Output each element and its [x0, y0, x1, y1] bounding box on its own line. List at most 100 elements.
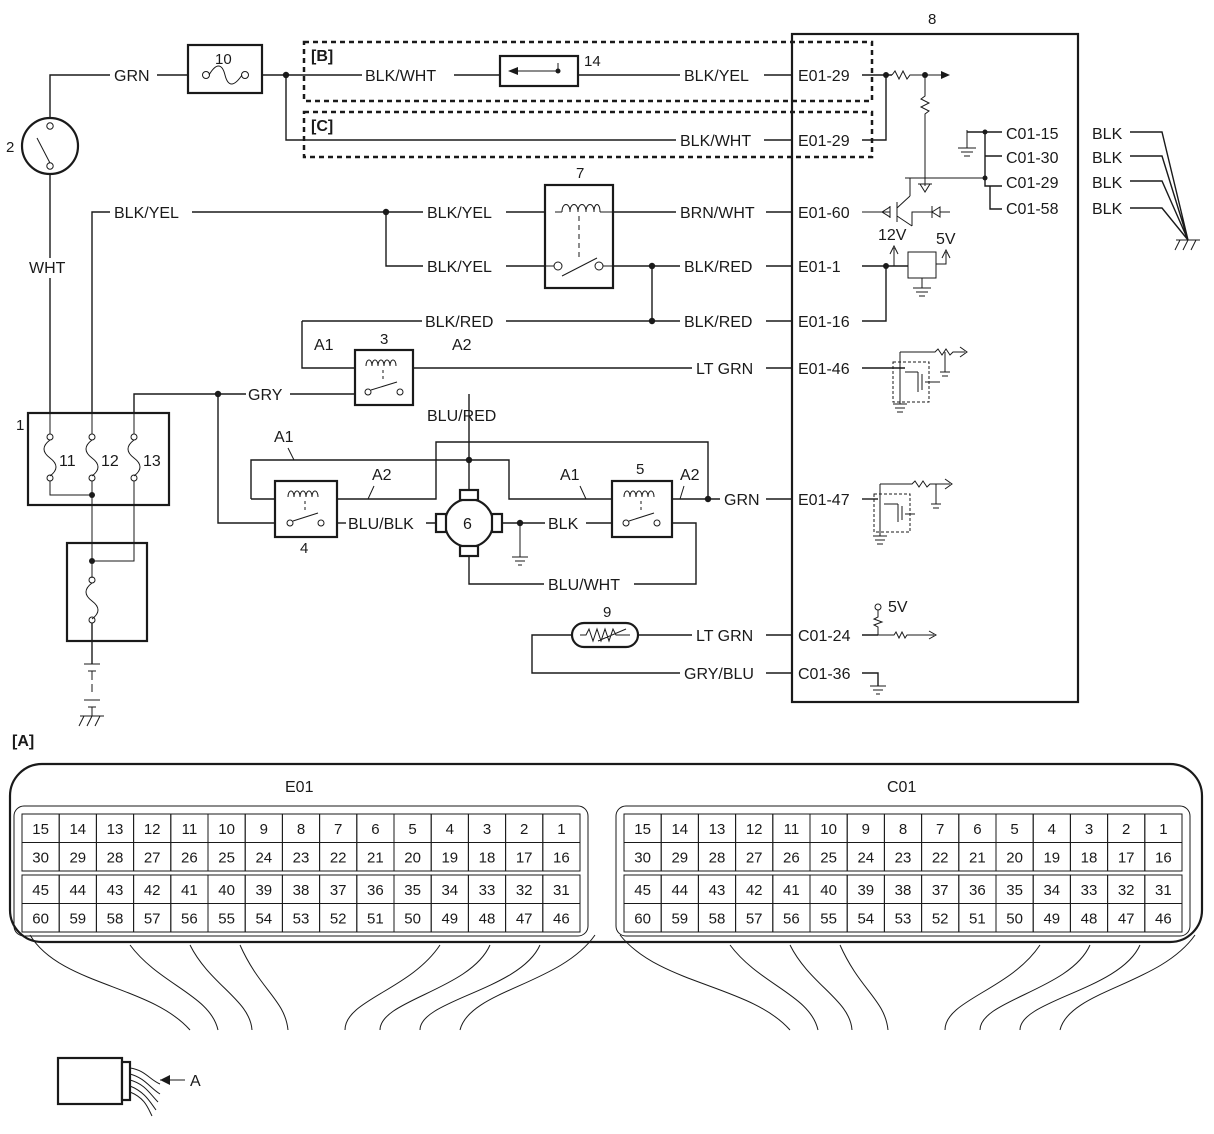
- wire-label-wht: WHT: [29, 260, 66, 277]
- wire-label-grn-top: GRN: [114, 68, 150, 85]
- pin-number: 57: [144, 911, 161, 928]
- terminal-c01-36: C01-36: [798, 666, 851, 683]
- connector-name: E01: [285, 779, 314, 796]
- pin-number: 6: [371, 821, 379, 838]
- wire-label-blk-yel-r7-top: BLK/YEL: [427, 205, 492, 222]
- fuse-13-label: 13: [143, 453, 161, 470]
- pin-number: 9: [260, 821, 268, 838]
- region-c-label: [C]: [311, 118, 333, 135]
- pin-number: 17: [1118, 850, 1135, 867]
- region-b-label: [B]: [311, 48, 333, 65]
- pin-number: 5: [408, 821, 416, 838]
- component-10-label: 10: [215, 51, 232, 68]
- wire-gry: [133, 393, 355, 413]
- pin-number: 27: [746, 850, 763, 867]
- pin-number: 7: [936, 821, 944, 838]
- pin-number: 23: [895, 850, 912, 867]
- pin-number: 33: [1081, 882, 1098, 899]
- pin-number: 26: [783, 850, 800, 867]
- pin-number: 38: [293, 882, 310, 899]
- relay-4-pin-a1: A1: [274, 429, 294, 446]
- pin-number: 56: [783, 911, 800, 928]
- pin-number: 28: [107, 850, 124, 867]
- pin-number: 7: [334, 821, 342, 838]
- connector-a-label: A: [190, 1073, 201, 1090]
- terminal-e01-60: E01-60: [798, 205, 850, 222]
- pin-number: 33: [479, 882, 496, 899]
- pin-number: 42: [144, 882, 161, 899]
- pin-number: 46: [553, 911, 570, 928]
- pin-number: 40: [218, 882, 235, 899]
- pin-number: 60: [634, 911, 651, 928]
- terminal-c01-29: C01-29: [1006, 175, 1059, 192]
- pin-number: 3: [483, 821, 491, 838]
- pin-number: 58: [709, 911, 726, 928]
- ecu-box: [790, 32, 1080, 704]
- voltage-5v-bottom: 5V: [888, 599, 908, 616]
- wire-label-blk-motor: BLK: [548, 516, 579, 533]
- pin-number: 31: [553, 882, 570, 899]
- pin-number: 35: [1006, 882, 1023, 899]
- connector-outer-shell: [8, 762, 1204, 944]
- terminal-e01-46: E01-46: [798, 361, 850, 378]
- pin-number: 47: [516, 911, 533, 928]
- pin-number: 35: [404, 882, 421, 899]
- component-9-label: 9: [603, 604, 611, 621]
- pin-number: 38: [895, 882, 912, 899]
- pin-number: 53: [895, 911, 912, 928]
- pin-number: 51: [367, 911, 384, 928]
- wire-label-blk-c30: BLK: [1092, 150, 1123, 167]
- pin-number: 21: [969, 850, 986, 867]
- pin-number: 11: [784, 821, 800, 838]
- wire-label-blu-wht: BLU/WHT: [548, 577, 620, 594]
- pin-number: 44: [671, 882, 688, 899]
- wire-label-blk-yel-r7-bottom: BLK/YEL: [427, 259, 492, 276]
- relay-5-pin-a2: A2: [680, 467, 700, 484]
- pin-number: 22: [932, 850, 949, 867]
- pin-number: 46: [1155, 911, 1172, 928]
- pin-cell: [1144, 842, 1183, 872]
- pin-number: 30: [32, 850, 49, 867]
- pin-number: 14: [671, 821, 688, 838]
- pin-number: 2: [520, 821, 528, 838]
- pin-number: 10: [820, 821, 837, 838]
- pin-number: 37: [330, 882, 347, 899]
- pin-number: 43: [709, 882, 726, 899]
- terminal-e01-29-b: E01-29: [798, 68, 850, 85]
- pin-number: 45: [32, 882, 49, 899]
- component-5-relay: [610, 479, 674, 539]
- relay-5-pin-a1: A1: [560, 467, 580, 484]
- pin-number: 32: [516, 882, 533, 899]
- pin-number: 11: [182, 821, 198, 838]
- pin-number: 27: [144, 850, 161, 867]
- fuse-12-label: 12: [101, 453, 119, 470]
- pin-number: 12: [144, 821, 161, 838]
- pin-number: 15: [32, 821, 49, 838]
- pin-number: 39: [255, 882, 272, 899]
- region-c-box: [302, 110, 874, 159]
- wire-label-gry: GRY: [248, 387, 283, 404]
- pin-number: 50: [1006, 911, 1023, 928]
- component-7-label: 7: [576, 165, 584, 182]
- pin-number: 56: [181, 911, 198, 928]
- pin-number: 34: [1043, 882, 1060, 899]
- pin-number: 57: [746, 911, 763, 928]
- pin-number: 49: [441, 911, 458, 928]
- component-4-label: 4: [300, 540, 308, 557]
- pin-number: 16: [553, 850, 570, 867]
- component-4-relay: [273, 479, 339, 539]
- wire-label-blk-yel-left: BLK/YEL: [114, 205, 179, 222]
- pin-cell: [542, 842, 581, 872]
- terminal-c01-30: C01-30: [1006, 150, 1059, 167]
- wire-label-blk-c58: BLK: [1092, 201, 1123, 218]
- wire-label-lt-grn-e46: LT GRN: [696, 361, 753, 378]
- pin-number: 54: [255, 911, 272, 928]
- wire-label-lt-grn-c24: LT GRN: [696, 628, 753, 645]
- wire-label-blk-red-r7: BLK/RED: [684, 259, 752, 276]
- terminal-c01-58: C01-58: [1006, 201, 1059, 218]
- pin-number: 40: [820, 882, 837, 899]
- pin-number: 48: [479, 911, 496, 928]
- component-3-relay: [353, 348, 415, 407]
